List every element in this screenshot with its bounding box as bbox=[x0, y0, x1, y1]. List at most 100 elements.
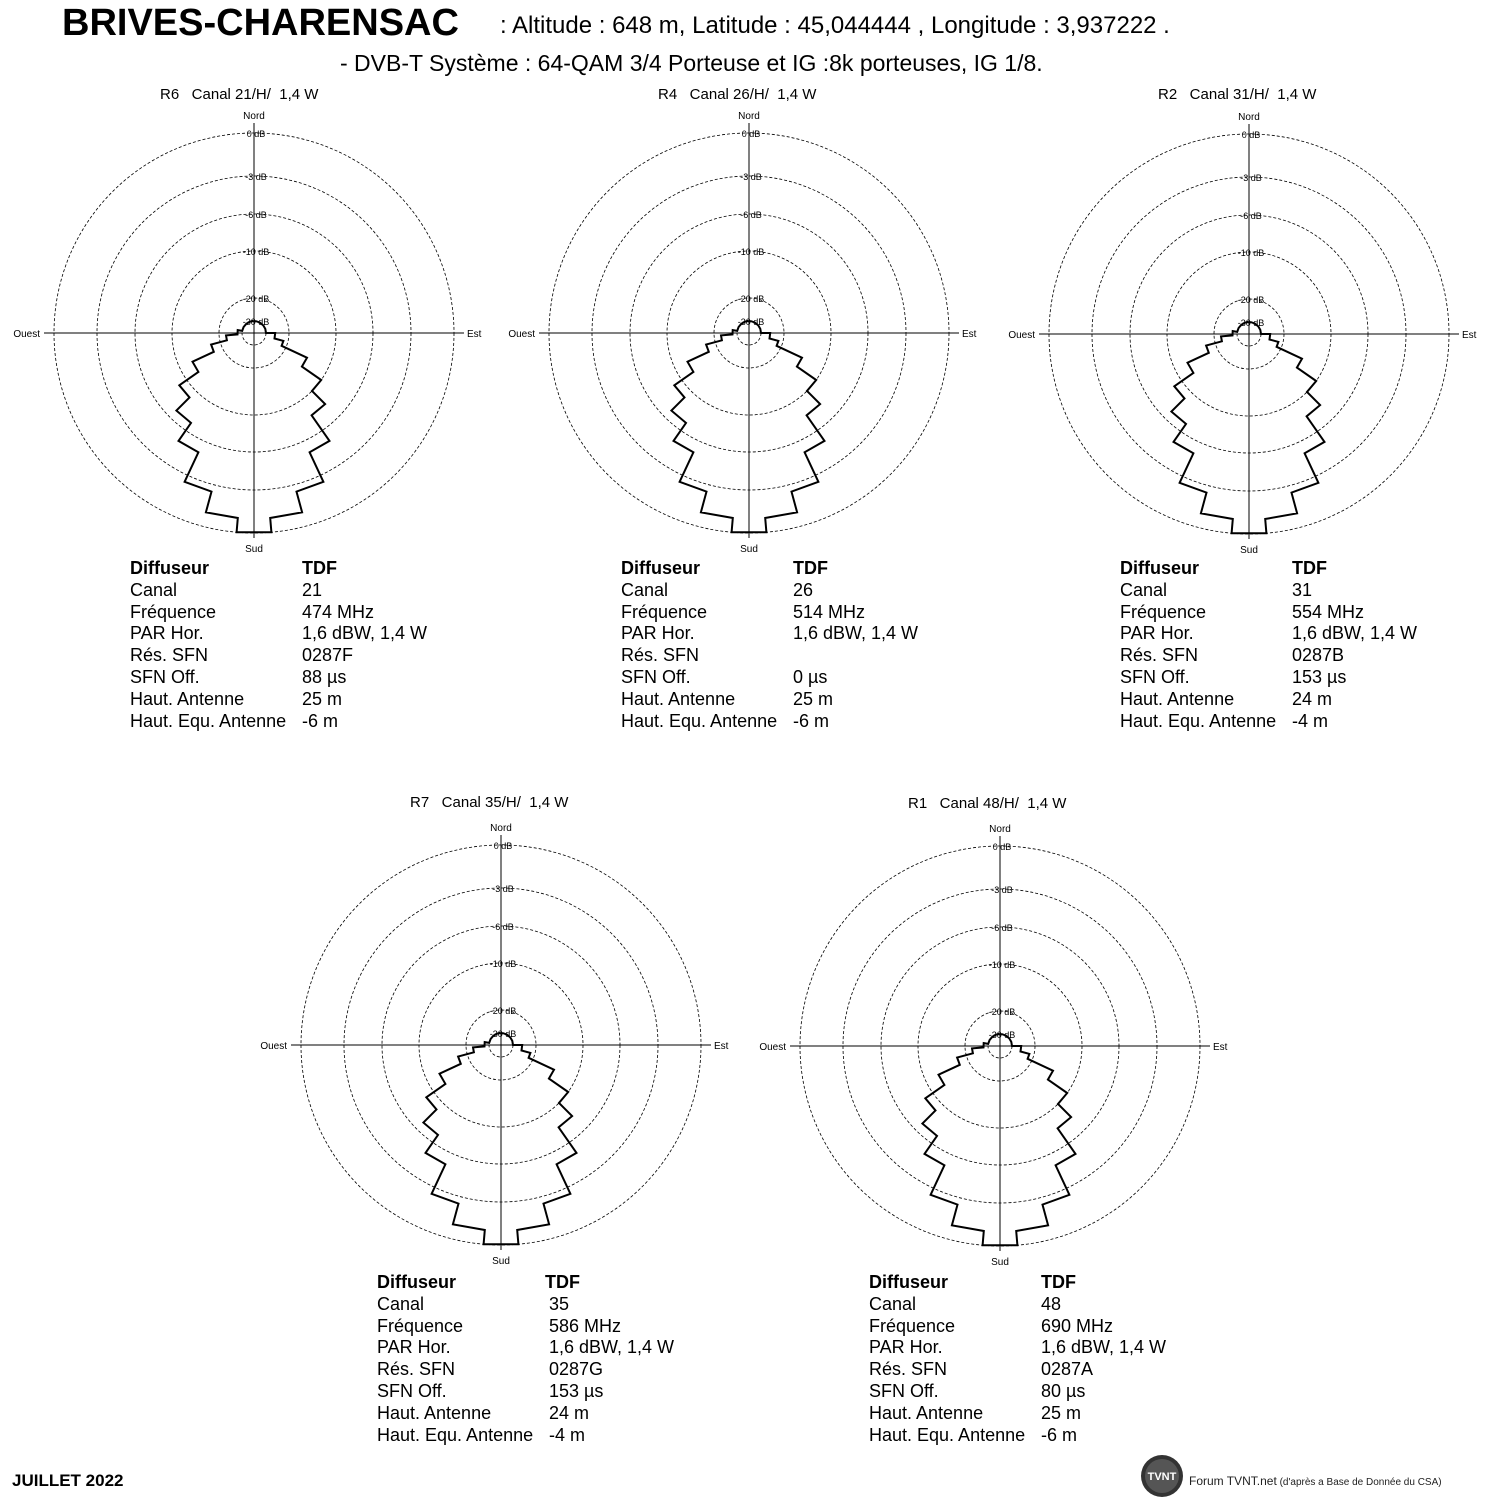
label-sfn-res: Rés. SFN bbox=[869, 1359, 948, 1380]
value-sfn-res: 0287A bbox=[1041, 1359, 1094, 1380]
south-label: Sud bbox=[245, 544, 263, 555]
value-haut: 24 m bbox=[1292, 688, 1333, 709]
value-haut: 24 m bbox=[549, 1402, 590, 1423]
ring-label: -20 dB bbox=[490, 1006, 517, 1016]
chart-header-r7: R7 Canal 35/H/ 1,4 W bbox=[410, 794, 569, 811]
value-sfn-off: 80 µs bbox=[1041, 1380, 1086, 1401]
label-haut-equ: Haut. Equ. Antenne bbox=[1120, 710, 1277, 731]
ring-label: -3 dB bbox=[740, 172, 762, 182]
value-sfn-off: 153 µs bbox=[549, 1380, 604, 1401]
ring-label: -20 dB bbox=[243, 294, 270, 304]
footer-credit: Forum TVNT.net (d'après a Base de Donnée… bbox=[1189, 1474, 1442, 1488]
value-frequence: 554 MHz bbox=[1292, 601, 1365, 622]
east-label: Est bbox=[467, 329, 482, 340]
label-diffuseur: Diffuseur bbox=[1120, 558, 1200, 578]
ring-label: 0 dB bbox=[494, 841, 513, 851]
label-par: PAR Hor. bbox=[1120, 623, 1194, 644]
west-label: Ouest bbox=[759, 1042, 786, 1053]
label-sfn-off: SFN Off. bbox=[1120, 666, 1190, 687]
label-canal: Canal bbox=[377, 1293, 425, 1314]
value-diffuseur: TDF bbox=[1292, 558, 1327, 578]
north-label: Nord bbox=[1238, 112, 1260, 123]
value-canal: 35 bbox=[549, 1293, 570, 1314]
value-sfn-off: 0 µs bbox=[793, 666, 828, 687]
west-label: Ouest bbox=[260, 1041, 287, 1052]
value-diffuseur: TDF bbox=[545, 1272, 580, 1292]
label-haut: Haut. Antenne bbox=[1120, 688, 1235, 709]
radiation-pattern bbox=[920, 1033, 1077, 1247]
chart-header-r2: R2 Canal 31/H/ 1,4 W bbox=[1158, 86, 1317, 103]
value-frequence: 586 MHz bbox=[549, 1315, 622, 1336]
ring-label: -20 dB bbox=[738, 294, 765, 304]
label-canal: Canal bbox=[869, 1293, 917, 1314]
polar-diagram-r7: 0 dB-3 dB-6 dB-10 dB-20 dB-30 dBNordSudE… bbox=[260, 823, 729, 1267]
radiation-pattern bbox=[669, 320, 826, 534]
value-sfn-off: 153 µs bbox=[1292, 666, 1347, 687]
east-label: Est bbox=[1462, 330, 1477, 341]
site-title: BRIVES-CHARENSAC bbox=[62, 2, 459, 44]
label-haut-equ: Haut. Equ. Antenne bbox=[869, 1424, 1026, 1445]
label-sfn-off: SFN Off. bbox=[377, 1380, 447, 1401]
logo-text: TVNT bbox=[1148, 1471, 1177, 1483]
label-frequence: Fréquence bbox=[621, 601, 708, 622]
label-diffuseur: Diffuseur bbox=[869, 1272, 949, 1292]
value-haut: 25 m bbox=[302, 688, 343, 709]
value-par: 1,6 dBW, 1,4 W bbox=[793, 623, 919, 644]
radiation-pattern bbox=[1169, 321, 1326, 535]
ring-label: -6 dB bbox=[492, 922, 514, 932]
label-sfn-res: Rés. SFN bbox=[1120, 645, 1199, 666]
value-frequence: 474 MHz bbox=[302, 601, 375, 622]
north-label: Nord bbox=[490, 823, 512, 834]
east-label: Est bbox=[1213, 1042, 1228, 1053]
value-canal: 31 bbox=[1292, 579, 1313, 600]
system-parameters: - DVB-T Système : 64-QAM 3/4 Porteuse et… bbox=[340, 50, 1043, 76]
footer-credit-note: (d'après a Base de Donnée du CSA) bbox=[1276, 1477, 1442, 1488]
ring-label: -10 dB bbox=[738, 247, 765, 257]
label-diffuseur: Diffuseur bbox=[621, 558, 701, 578]
north-label: Nord bbox=[243, 111, 265, 122]
east-label: Est bbox=[714, 1041, 729, 1052]
label-haut: Haut. Antenne bbox=[621, 688, 736, 709]
south-label: Sud bbox=[492, 1256, 510, 1267]
west-label: Ouest bbox=[13, 329, 40, 340]
ring-label: -6 dB bbox=[1240, 211, 1262, 221]
label-frequence: Fréquence bbox=[1120, 601, 1207, 622]
value-canal: 21 bbox=[302, 579, 323, 600]
value-haut-equ: -4 m bbox=[549, 1424, 585, 1445]
label-par: PAR Hor. bbox=[869, 1337, 943, 1358]
label-sfn-res: Rés. SFN bbox=[130, 645, 209, 666]
label-par: PAR Hor. bbox=[130, 623, 204, 644]
east-label: Est bbox=[962, 329, 977, 340]
label-haut: Haut. Antenne bbox=[377, 1402, 492, 1423]
polar-diagram-r1: 0 dB-3 dB-6 dB-10 dB-20 dB-30 dBNordSudE… bbox=[759, 824, 1228, 1268]
label-sfn-off: SFN Off. bbox=[130, 666, 200, 687]
value-frequence: 514 MHz bbox=[793, 601, 866, 622]
value-par: 1,6 dBW, 1,4 W bbox=[302, 623, 428, 644]
site-coordinates: : Altitude : 648 m, Latitude : 45,044444… bbox=[500, 12, 1170, 39]
value-haut-equ: -6 m bbox=[1041, 1424, 1077, 1445]
label-frequence: Fréquence bbox=[130, 601, 217, 622]
label-haut-equ: Haut. Equ. Antenne bbox=[377, 1424, 534, 1445]
ring-label: -6 dB bbox=[991, 923, 1013, 933]
value-diffuseur: TDF bbox=[1041, 1272, 1076, 1292]
label-canal: Canal bbox=[621, 579, 669, 600]
label-sfn-off: SFN Off. bbox=[621, 666, 691, 687]
chart-header-r4: R4 Canal 26/H/ 1,4 W bbox=[658, 86, 817, 103]
ring-label: -10 dB bbox=[243, 247, 270, 257]
value-canal: 48 bbox=[1041, 1293, 1062, 1314]
label-par: PAR Hor. bbox=[377, 1337, 451, 1358]
polar-diagram-r2: 0 dB-3 dB-6 dB-10 dB-20 dB-30 dBNordSudE… bbox=[1008, 112, 1477, 556]
tvnt-logo-icon: TVNT bbox=[1141, 1455, 1183, 1497]
label-frequence: Fréquence bbox=[869, 1315, 956, 1336]
chart-header-r6: R6 Canal 21/H/ 1,4 W bbox=[160, 86, 319, 103]
polar-diagram-r6: 0 dB-3 dB-6 dB-10 dB-20 dB-30 dBNordSudE… bbox=[13, 111, 482, 555]
ring-label: -10 dB bbox=[490, 959, 517, 969]
ring-label: -6 dB bbox=[740, 210, 762, 220]
value-haut: 25 m bbox=[793, 688, 834, 709]
label-haut-equ: Haut. Equ. Antenne bbox=[621, 710, 778, 731]
ring-label: -3 dB bbox=[1240, 173, 1262, 183]
radiation-pattern bbox=[421, 1032, 578, 1246]
value-canal: 26 bbox=[793, 579, 814, 600]
value-diffuseur: TDF bbox=[302, 558, 337, 578]
value-sfn-res: 0287G bbox=[549, 1359, 604, 1380]
